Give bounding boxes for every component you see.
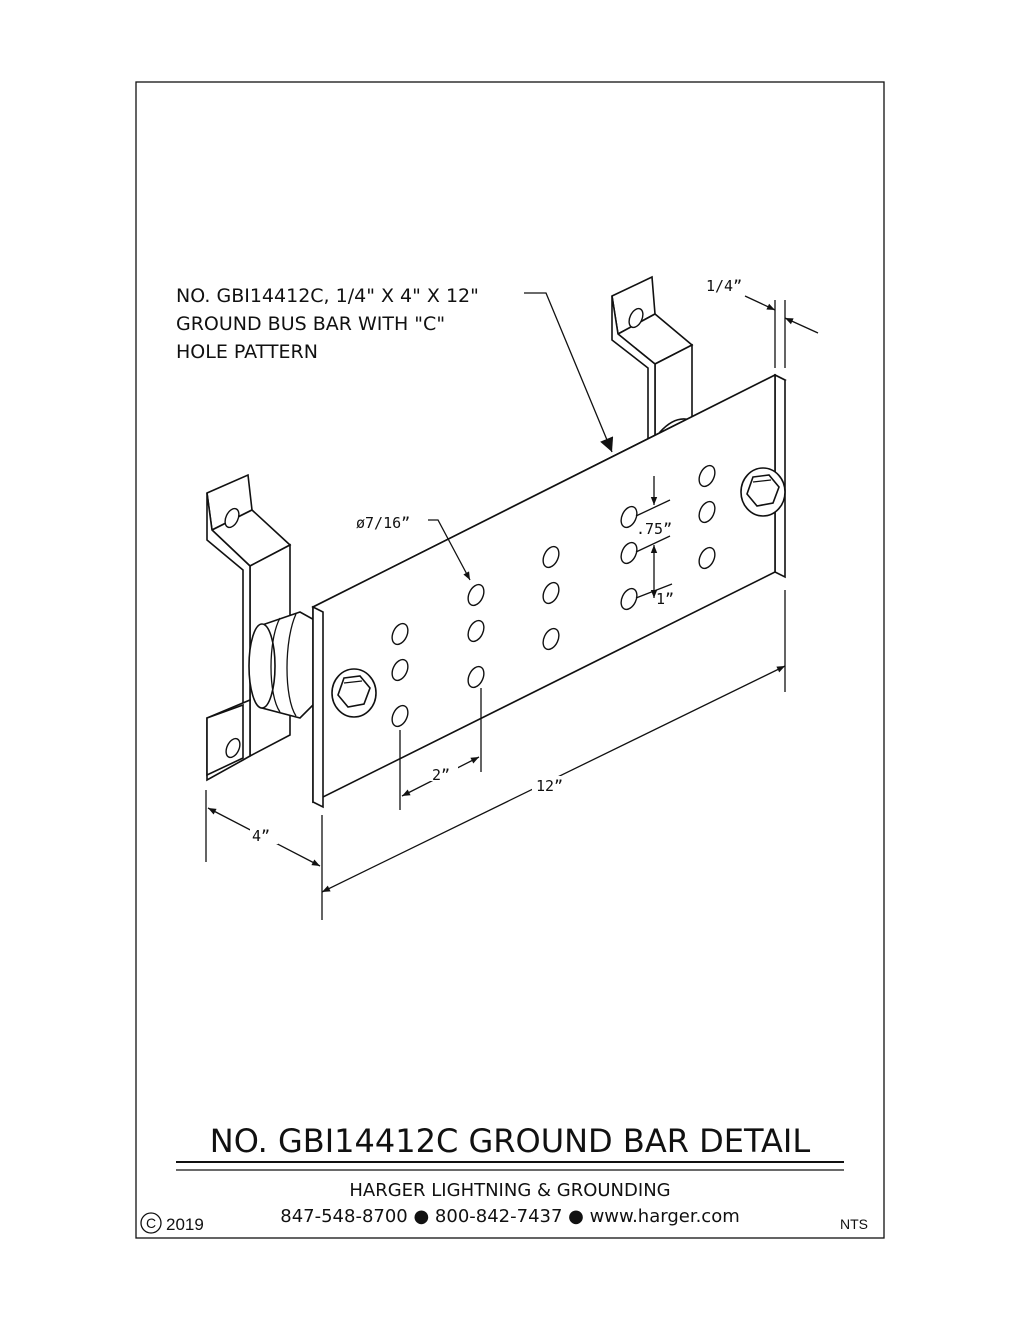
part-callout: NO. GBI14412C, 1/4" X 4" X 12" GROUND BU… bbox=[176, 285, 614, 453]
dim-width-label: 4” bbox=[252, 827, 270, 845]
standoff-insulator bbox=[248, 611, 319, 719]
copyright-symbol: C bbox=[146, 1215, 156, 1231]
company-name: HARGER LIGHTNING & GROUNDING bbox=[349, 1180, 670, 1201]
dimension-length: 12” bbox=[321, 590, 786, 920]
dim-spacing-2-label: 2” bbox=[432, 766, 450, 784]
copyright-icon bbox=[140, 1212, 162, 1234]
drawing-border bbox=[135, 81, 885, 1239]
dimension-thickness: 1/4” bbox=[706, 277, 819, 368]
scale-note: NTS bbox=[840, 1216, 868, 1232]
callout-line-1: NO. GBI14412C, 1/4" X 4" X 12" bbox=[176, 285, 479, 307]
title-block: NO. GBI14412C GROUND BAR DETAIL HARGER L… bbox=[140, 1122, 868, 1234]
callout-line-3: HOLE PATTERN bbox=[176, 341, 318, 363]
drawing-title: NO. GBI14412C GROUND BAR DETAIL bbox=[210, 1122, 811, 1160]
dim-spacing-1-label: 1” bbox=[656, 590, 674, 608]
ground-bus-bar bbox=[311, 373, 787, 809]
dimension-spacing-075: .75” bbox=[635, 476, 672, 553]
contact-info: 847-548-8700 ● 800-842-7437 ● www.harger… bbox=[280, 1206, 740, 1227]
left-hex-bolt bbox=[331, 668, 377, 718]
right-hex-bolt bbox=[740, 467, 786, 517]
dimension-spacing-1: 1” bbox=[635, 545, 674, 608]
dimension-hole-diameter: ø7/16” bbox=[356, 514, 471, 581]
dim-hole-diameter-label: ø7/16” bbox=[356, 514, 410, 532]
dimension-width: 4” bbox=[205, 790, 321, 867]
copyright-year: 2019 bbox=[166, 1215, 204, 1234]
callout-line-2: GROUND BUS BAR WITH "C" bbox=[176, 313, 445, 335]
dim-spacing-075-label: .75” bbox=[636, 520, 672, 538]
dim-length-label: 12” bbox=[536, 777, 563, 795]
dim-thickness-label: 1/4” bbox=[706, 277, 742, 295]
